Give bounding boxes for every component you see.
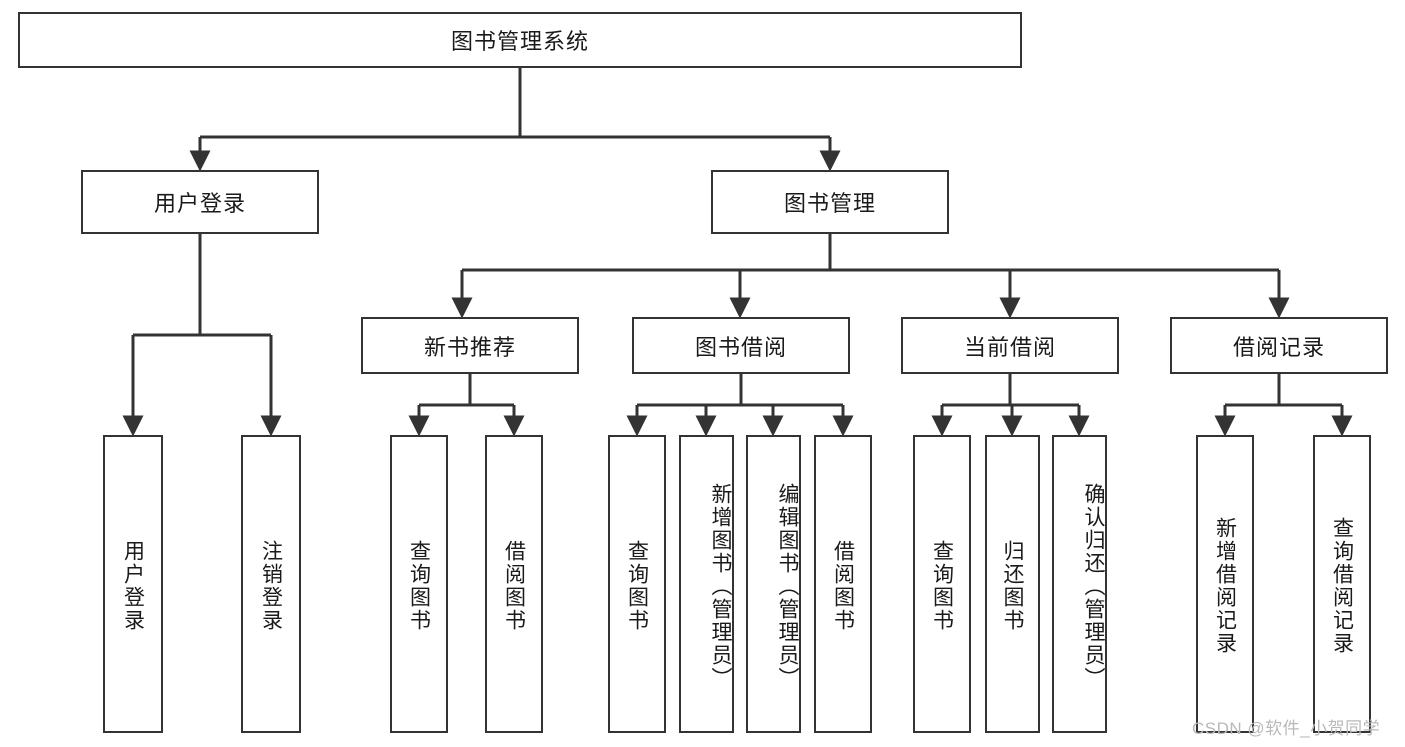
node-leaf-return-book[interactable]: 归还图书 — [985, 435, 1040, 733]
node-leaf-user-login[interactable]: 用户登录 — [103, 435, 163, 733]
node-borrow-record[interactable]: 借阅记录 — [1170, 317, 1388, 374]
node-book-management[interactable]: 图书管理 — [711, 170, 949, 234]
node-leaf-confirm-return-admin[interactable]: 确认归还（管理员） — [1052, 435, 1107, 733]
node-leaf-query-book-1[interactable]: 查询图书 — [390, 435, 448, 733]
node-book-management-system[interactable]: 图书管理系统 — [18, 12, 1022, 68]
node-leaf-borrow-book-2[interactable]: 借阅图书 — [814, 435, 872, 733]
node-book-borrow[interactable]: 图书借阅 — [632, 317, 850, 374]
node-leaf-add-borrow-record[interactable]: 新增借阅记录 — [1196, 435, 1254, 733]
node-leaf-user-logout[interactable]: 注销登录 — [241, 435, 301, 733]
node-leaf-query-book-3[interactable]: 查询图书 — [913, 435, 971, 733]
node-leaf-add-book-admin[interactable]: 新增图书（管理员） — [679, 435, 734, 733]
node-leaf-edit-book-admin[interactable]: 编辑图书（管理员） — [746, 435, 801, 733]
node-current-borrow[interactable]: 当前借阅 — [901, 317, 1119, 374]
node-user-login[interactable]: 用户登录 — [81, 170, 319, 234]
node-leaf-borrow-book-1[interactable]: 借阅图书 — [485, 435, 543, 733]
node-leaf-query-borrow-record[interactable]: 查询借阅记录 — [1313, 435, 1371, 733]
node-leaf-query-book-2[interactable]: 查询图书 — [608, 435, 666, 733]
csdn-watermark: CSDN @软件_小贺同学 — [1192, 719, 1381, 738]
node-new-book-recommend[interactable]: 新书推荐 — [361, 317, 579, 374]
